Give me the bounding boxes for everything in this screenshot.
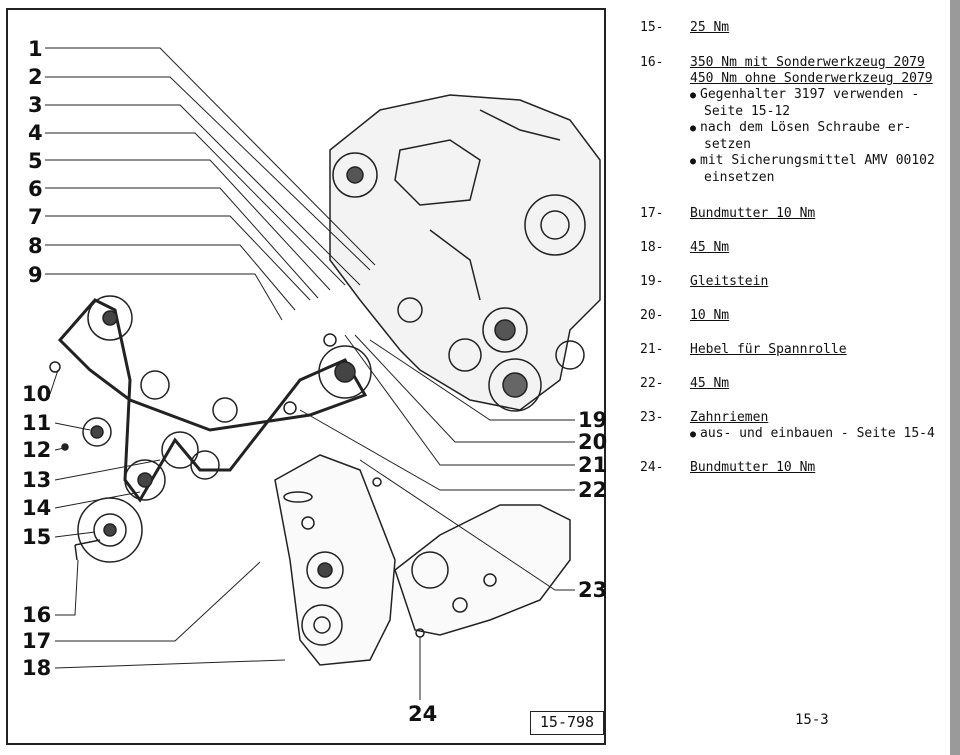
callout-23: 23	[578, 578, 608, 602]
scan-edge	[950, 0, 960, 755]
callout-18: 18	[22, 656, 52, 680]
callout-19: 19	[578, 408, 608, 432]
legend-text: 45 Nm	[690, 240, 730, 255]
legend-text: Bundmutter 10 Nm	[690, 206, 816, 221]
callout-22: 22	[578, 478, 608, 502]
legend-number: 16-	[640, 55, 664, 70]
callout-7: 7	[28, 205, 43, 229]
callout-21: 21	[578, 453, 608, 477]
legend-number: 20-	[640, 308, 664, 323]
legend-text: 450 Nm ohne Sonderwerkzeug 2079	[690, 71, 933, 86]
legend-text: Hebel für Spannrolle	[690, 342, 847, 357]
callout-9: 9	[28, 263, 43, 287]
legend-text: 10 Nm	[690, 308, 730, 323]
legend-text: 350 Nm mit Sonderwerkzeug 2079	[690, 55, 925, 70]
legend-text: Zahnriemen	[690, 410, 769, 425]
leader-lines	[45, 47, 575, 700]
callout-6: 6	[28, 177, 43, 201]
legend-text: 25 Nm	[690, 20, 730, 35]
diagram-frame	[6, 8, 606, 745]
legend-number: 15-	[640, 20, 664, 35]
legend-number: 18-	[640, 240, 664, 255]
legend-number: 22-	[640, 376, 664, 391]
callout-2: 2	[28, 65, 43, 89]
legend-number: 19-	[640, 274, 664, 289]
callout-16: 16	[22, 603, 52, 627]
legend-number: 17-	[640, 206, 664, 221]
legend-text: 45 Nm	[690, 376, 730, 391]
legend-note: nach dem Lösen Schraube er- setzen	[690, 120, 952, 153]
legend-number: 24-	[640, 460, 664, 475]
callout-5: 5	[28, 149, 43, 173]
callout-10: 10	[22, 382, 52, 406]
callout-1: 1	[28, 37, 43, 61]
callout-24: 24	[408, 702, 438, 726]
timing-belt-drawing	[49, 295, 372, 563]
callout-15: 15	[22, 525, 52, 549]
page-number: 15-3	[795, 712, 829, 728]
legend-note: mit Sicherungsmittel AMV 00102 einsetzen	[690, 153, 952, 186]
engine-block-drawing	[329, 94, 601, 412]
engine-exploded-diagram	[45, 47, 601, 700]
callout-13: 13	[22, 468, 52, 492]
callout-4: 4	[28, 121, 43, 145]
figure-code: 15-798	[530, 711, 604, 735]
legend-note: aus- und einbauen - Seite 15-4	[690, 426, 952, 443]
callout-17: 17	[22, 629, 52, 653]
callout-14: 14	[22, 496, 52, 520]
belt-cover-drawing	[274, 454, 571, 666]
legend-number: 21-	[640, 342, 664, 357]
callout-20: 20	[578, 430, 608, 454]
legend-number: 23-	[640, 410, 664, 425]
legend-text: Bundmutter 10 Nm	[690, 460, 816, 475]
legend-note: Gegenhalter 3197 verwenden - Seite 15-12	[690, 87, 952, 120]
legend-text: Gleitstein	[690, 274, 769, 289]
callout-8: 8	[28, 234, 43, 258]
callout-12: 12	[22, 438, 52, 462]
callout-11: 11	[22, 411, 52, 435]
callout-3: 3	[28, 93, 43, 117]
